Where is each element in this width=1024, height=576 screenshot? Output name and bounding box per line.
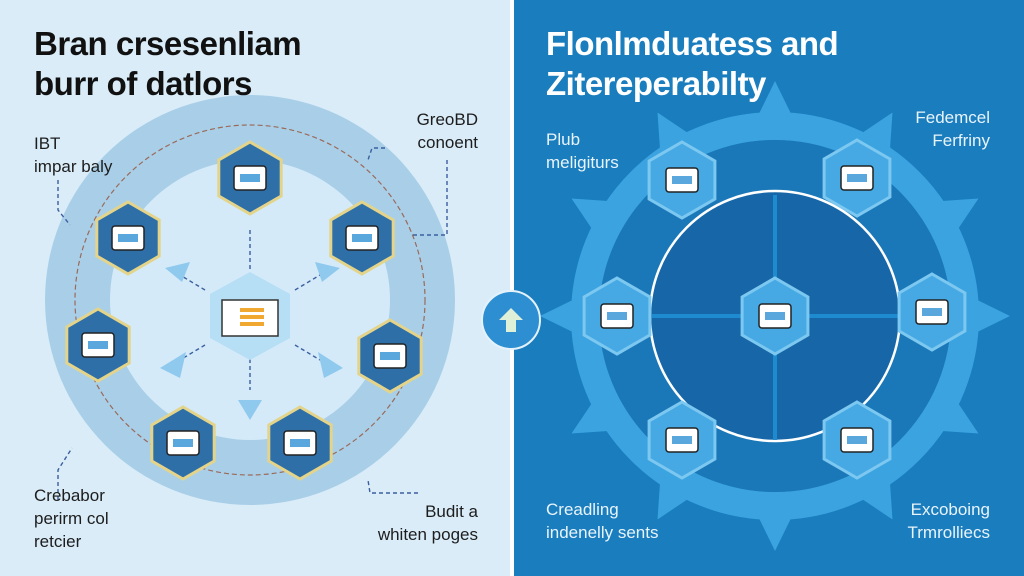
label-line: IBT xyxy=(34,134,61,153)
monitor-icon xyxy=(357,318,423,394)
right-panel: Flonlmduatess and Zitereperabilty Plub m… xyxy=(512,0,1024,576)
left-title-line1: Bran crsesenliam xyxy=(34,25,302,62)
label-bottom-left: Creadling indenelly sents xyxy=(546,498,658,544)
label-line: Crebabor xyxy=(34,486,105,505)
storage-device-icon xyxy=(95,200,161,276)
right-title-line2: Zitereperabilty xyxy=(546,65,766,102)
document-badge-icon xyxy=(822,138,892,218)
dashboard-icon xyxy=(647,400,717,480)
right-title: Flonlmduatess and Zitereperabilty xyxy=(546,24,839,104)
label-line: whiten poges xyxy=(377,525,478,544)
panel-divider xyxy=(510,0,514,576)
document-shield-icon xyxy=(267,405,333,481)
arrow-up-right xyxy=(315,262,340,282)
arrow-down xyxy=(238,400,262,420)
cloud-upload-icon xyxy=(647,140,717,220)
arrow-down-right xyxy=(318,352,343,378)
right-title-line1: Flonlmduatess and xyxy=(546,25,839,62)
label-bottom-right: Budit a whiten poges xyxy=(378,500,478,546)
server-rack-icon xyxy=(329,200,395,276)
label-line: Creadling xyxy=(546,500,619,519)
left-diagram xyxy=(45,95,455,505)
dashed-orbit xyxy=(74,124,426,476)
label-line: meligiturs xyxy=(546,153,619,172)
label-line: Budit a xyxy=(425,502,478,521)
label-line: GreoBD xyxy=(416,110,478,129)
label-bottom-right: Excoboing Trmrolliecs xyxy=(908,498,990,544)
label-line: retcier xyxy=(34,532,82,551)
center-badge xyxy=(481,290,541,350)
label-bottom-left: Crebabor perirm col retcier xyxy=(34,484,109,553)
label-top-left: IBT impar baly xyxy=(34,132,112,178)
arrow-down-left xyxy=(160,352,186,378)
right-diagram xyxy=(540,81,1010,551)
arrows xyxy=(160,262,343,420)
left-title-line2: burr of datlors xyxy=(34,65,253,102)
label-line: Fedemcel xyxy=(915,108,990,127)
label-line: indenelly sents xyxy=(546,523,659,542)
upload-arrow-icon xyxy=(499,308,523,332)
label-line: conoent xyxy=(417,133,479,152)
label-line: perirm col xyxy=(34,509,109,528)
label-top-left: Plub meligiturs xyxy=(546,128,619,174)
label-top-right: Fedemcel Ferfriny xyxy=(915,106,990,152)
label-line: Excoboing xyxy=(910,500,990,519)
cloud-database-icon xyxy=(217,140,283,216)
chart-laptop-icon xyxy=(822,400,892,480)
label-top-right: GreoBD conoent xyxy=(417,108,478,154)
left-panel: Bran crsesenliam burr of datlors IBT imp… xyxy=(0,0,512,576)
gear-sync-icon xyxy=(65,307,131,383)
arrow-up-left xyxy=(165,262,190,282)
connector-lines xyxy=(57,147,448,500)
label-line: Ferfriny xyxy=(932,131,990,150)
cloud-tower-icon xyxy=(740,276,810,356)
label-line: Trmrolliecs xyxy=(907,523,990,542)
left-title: Bran crsesenliam burr of datlors xyxy=(34,24,302,104)
label-line: impar baly xyxy=(34,157,113,176)
windmill-icon xyxy=(582,276,652,356)
equipment-cart-icon xyxy=(897,272,967,352)
label-line: Plub xyxy=(546,130,581,149)
building-network-icon xyxy=(150,405,216,481)
